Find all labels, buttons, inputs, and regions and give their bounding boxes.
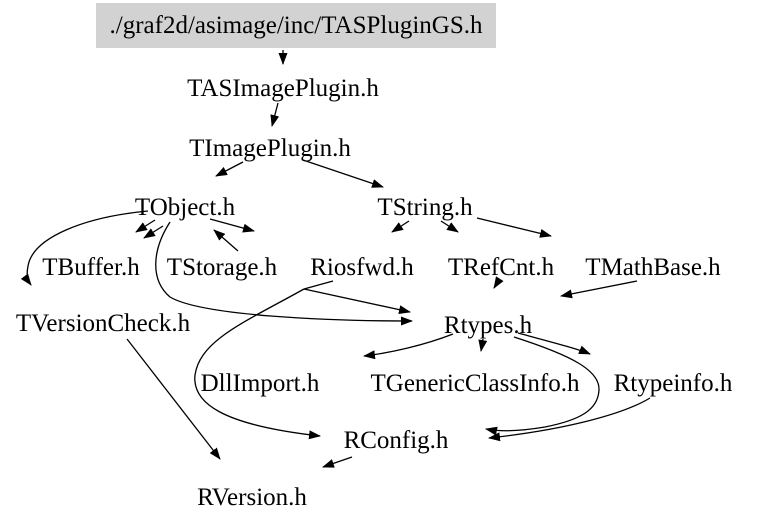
edge-tmathbase-rtypes (560, 280, 638, 299)
edge-tobject-tbuffer (143, 225, 164, 239)
edge-tobject-riosfwd (209, 218, 255, 233)
edge-rtypeinfo-rconfig (488, 397, 651, 442)
edge-trefcnt-rtypes (493, 276, 504, 289)
edge-tstring-tmathbase (476, 217, 552, 238)
node-rtypes[interactable]: Rtypes.h (444, 312, 533, 339)
node-rtypeinfo[interactable]: Rtypeinfo.h (614, 370, 733, 397)
node-tasimageplugin[interactable]: TASImagePlugin.h (187, 75, 379, 102)
edge-riosfwd-rconfig (194, 288, 321, 440)
edge-tobject-rtypes (155, 221, 413, 326)
node-taspluginsgs[interactable]: ./graf2d/asimage/inc/TASPluginGS.h (110, 12, 483, 39)
edge-tstring-riosfwd (391, 220, 410, 233)
edge-timageplugin-tobject (215, 161, 244, 177)
edge-rconfig-rversion (322, 456, 353, 468)
node-tbuffer[interactable]: TBuffer.h (42, 254, 140, 281)
node-tstorage[interactable]: TStorage.h (167, 254, 278, 281)
node-dllimport[interactable]: DllImport.h (201, 370, 320, 397)
edge-tobject-tbuffer (135, 219, 156, 233)
edge-tasimageplugin-timageplugin (270, 102, 280, 127)
edge-rtypes-dllimport (363, 333, 454, 360)
edge-rtypes-rtypeinfo (517, 332, 591, 355)
edge-timageplugin-tstring (302, 159, 384, 188)
node-box-taspluginsgs[interactable] (96, 3, 496, 48)
node-tmathbase[interactable]: TMathBase.h (585, 254, 721, 281)
edge-riosfwd-rtypes (303, 280, 411, 315)
edge-rtypes-rconfig (485, 336, 600, 436)
edge-rtypes-tgenericclassinfo (478, 338, 488, 352)
node-tgenericclassinfo[interactable]: TGenericClassInfo.h (371, 370, 580, 397)
node-rversion[interactable]: RVersion.h (197, 484, 307, 511)
node-tobject[interactable]: TObject.h (135, 194, 236, 221)
node-tstring[interactable]: TString.h (377, 194, 473, 221)
edge-tstring-trefcnt (440, 220, 459, 233)
node-riosfwd[interactable]: Riosfwd.h (310, 254, 414, 281)
node-timageplugin[interactable]: TImagePlugin.h (189, 135, 351, 162)
edge-tstorage-tobject (213, 229, 239, 252)
edge-tobject-tversioncheck (20, 210, 149, 286)
node-trefcnt[interactable]: TRefCnt.h (448, 254, 555, 281)
node-rconfig[interactable]: RConfig.h (344, 427, 449, 454)
edge-tversioncheck-rversion (126, 338, 221, 460)
node-tversioncheck[interactable]: TVersionCheck.h (16, 310, 191, 337)
